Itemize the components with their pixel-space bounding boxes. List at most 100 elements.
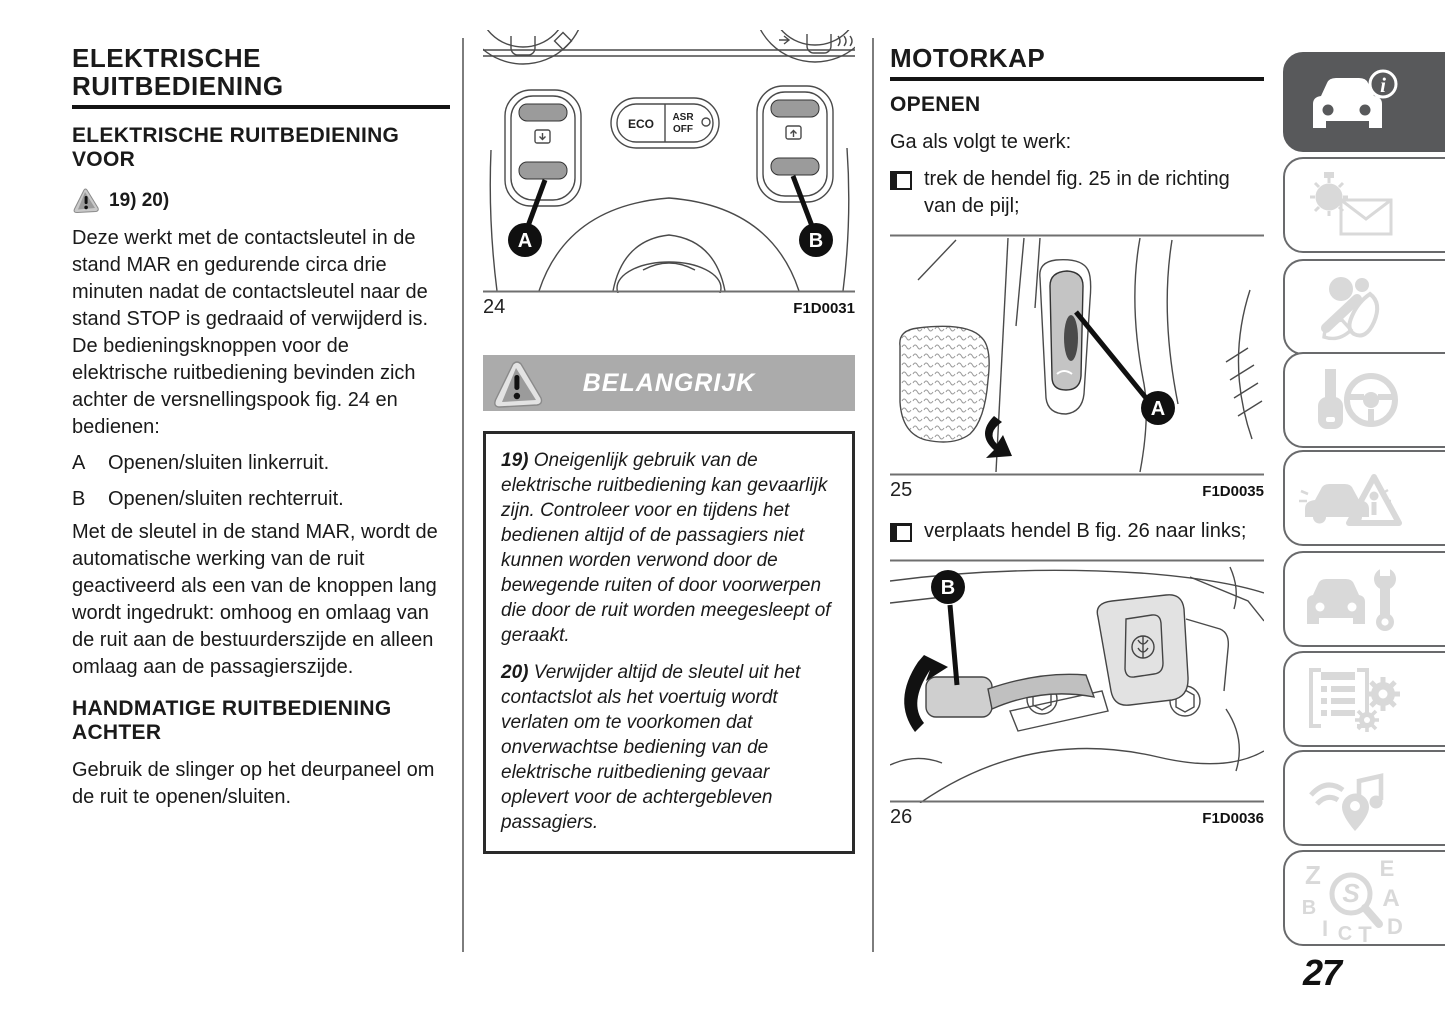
column-divider-right: [872, 38, 874, 952]
asr-off-label-line1: ASR: [672, 112, 694, 123]
figure-code: F1D0036: [1202, 810, 1264, 827]
svg-text:D: D: [1387, 914, 1403, 939]
sidebar-tab-index[interactable]: Z E B A I C T D S: [1283, 850, 1445, 946]
callout-a: A: [508, 179, 548, 257]
callout-a: A: [1074, 310, 1175, 425]
warning-triangle-icon: [73, 188, 99, 213]
warning-lights-messages-icon: [1310, 172, 1393, 236]
figure-26: B 26 F1D0036: [890, 559, 1264, 829]
paragraph: De bedieningsknoppen voor de elektrische…: [72, 335, 416, 438]
figure-number: 26: [890, 806, 913, 828]
list-item-label: B: [72, 488, 86, 510]
step-item-2: verplaats hendel B fig. 26 naar links;: [890, 518, 1264, 545]
section-title: ELEKTRISCHE RUITBEDIENING: [72, 44, 450, 109]
middle-column: ECO ASR OFF A B 24 F1D0031: [483, 30, 855, 854]
figure-24-drawing: ECO ASR OFF A B: [483, 30, 855, 293]
step-item-1: trek de hendel fig. 25 in de richting va…: [890, 166, 1264, 220]
hood-latch-mechanism: [1096, 594, 1189, 706]
svg-text:E: E: [1380, 856, 1395, 881]
intro-text: Ga als volgt te werk:: [890, 131, 1072, 153]
note-text: Verwijder altijd de sleutel uit het cont…: [501, 662, 801, 833]
figure-26-drawing: B: [890, 559, 1264, 803]
paragraph: Met de sleutel in de stand MAR, wordt de…: [72, 521, 438, 678]
step-text: verplaats hendel B fig. 26 naar links;: [924, 520, 1247, 542]
starting-driving-icon: [1318, 369, 1398, 429]
figure-code: F1D0035: [1202, 483, 1264, 500]
window-switch-buttons: [518, 99, 820, 180]
svg-text:A: A: [518, 230, 532, 252]
safety-icon: [1321, 277, 1380, 341]
figure-24: ECO ASR OFF A B 24 F1D0031: [483, 30, 855, 319]
emergency-icon: [1299, 474, 1402, 526]
sidebar-tab-starting-driving[interactable]: [1283, 352, 1445, 448]
multimedia-icon: [1309, 773, 1384, 831]
technical-data-icon: [1309, 668, 1400, 732]
important-note-19: 19) Oneigenlijk gebruik van de elektrisc…: [501, 448, 837, 648]
column-divider-left: [462, 38, 464, 952]
square-bullet-icon: [890, 523, 912, 542]
index-icon: Z E B A I C T D S: [1302, 856, 1403, 944]
car-info-icon: i: [1313, 69, 1398, 128]
figure-number: 24: [483, 296, 506, 318]
figure-number: 25: [890, 479, 913, 501]
subsection-heading-openen: OPENEN: [890, 93, 981, 116]
list-item-text: Openen/sluiten linkerruit.: [108, 452, 330, 474]
svg-text:B: B: [809, 230, 823, 252]
sidebar-tab-multimedia[interactable]: [1283, 750, 1445, 846]
svg-text:i: i: [1380, 73, 1386, 97]
figure-26-caption: 26 F1D0036: [890, 803, 1264, 829]
callout-list: A Openen/sluiten linkerruit. B Openen/sl…: [72, 450, 450, 513]
important-note-20: 20) Verwijder altijd de sleutel uit het …: [501, 660, 837, 835]
move-left-arrow: [904, 655, 948, 732]
svg-text:B: B: [941, 577, 955, 599]
list-item-a: A Openen/sluiten linkerruit.: [72, 450, 450, 477]
square-bullet-icon: [890, 171, 912, 190]
warning-refs-row: 19) 20): [72, 188, 450, 213]
sidebar-tab-technical-data[interactable]: [1283, 651, 1445, 747]
asr-off-label-line2: OFF: [673, 124, 693, 135]
callout-b: B: [790, 175, 833, 257]
important-header-bar: BELANGRIJK: [483, 355, 855, 411]
subsection-heading-front: ELEKTRISCHE RUITBEDIENING VOOR: [72, 124, 400, 171]
paragraph: Gebruik de slinger op het deurpaneel om …: [72, 759, 435, 808]
sidebar-tab-maintenance[interactable]: [1283, 551, 1445, 647]
left-column: ELEKTRISCHE RUITBEDIENING ELEKTRISCHE RU…: [72, 44, 450, 811]
step-text: trek de hendel fig. 25 in de richting va…: [924, 168, 1230, 217]
right-column: MOTORKAP OPENEN Ga als volgt te werk: tr…: [890, 44, 1264, 829]
list-item-label: A: [72, 452, 86, 474]
hood-safety-lever: [925, 673, 1096, 718]
figure-25-caption: 25 F1D0035: [890, 476, 1264, 502]
pull-direction-arrow: [985, 416, 1012, 458]
paragraph: Deze werkt met de contactsleutel in de s…: [72, 227, 429, 330]
callout-b: B: [931, 570, 965, 686]
sidebar-tab-safety[interactable]: [1283, 259, 1445, 355]
warning-triangle-icon: [494, 361, 543, 408]
note-label: 20): [501, 662, 529, 683]
figure-25: A 25 F1D0035: [890, 234, 1264, 502]
warning-note-numbers: 19) 20): [109, 189, 170, 211]
svg-text:C: C: [1338, 923, 1352, 944]
page-number: 27: [1303, 952, 1342, 993]
svg-text:S: S: [1342, 878, 1360, 908]
svg-text:T: T: [1358, 922, 1372, 944]
maintenance-icon: [1307, 564, 1396, 631]
svg-text:Z: Z: [1305, 860, 1321, 890]
sidebar-tab-vehicle-info[interactable]: i: [1283, 52, 1445, 152]
figure-24-caption: 24 F1D0031: [483, 293, 855, 319]
important-header-title: BELANGRIJK: [582, 368, 756, 397]
figure-25-drawing: A: [890, 234, 1264, 476]
svg-text:B: B: [1302, 897, 1316, 919]
sidebar-tab-emergency[interactable]: [1283, 450, 1445, 546]
subsection-heading-rear: HANDMATIGE RUITBEDIENING ACHTER: [72, 697, 392, 744]
svg-text:A: A: [1151, 398, 1165, 420]
list-item-b: B Openen/sluiten rechterruit.: [72, 486, 450, 513]
note-text: Oneigenlijk gebruik van de elektrische r…: [501, 450, 831, 646]
svg-text:I: I: [1322, 916, 1328, 941]
note-label: 19): [501, 450, 529, 471]
list-item-text: Openen/sluiten rechterruit.: [108, 488, 344, 510]
hood-release-lever: [1049, 270, 1084, 391]
svg-text:A: A: [1382, 885, 1399, 912]
figure-code: F1D0031: [793, 300, 855, 317]
sidebar-tab-warning-lights[interactable]: [1283, 157, 1445, 253]
